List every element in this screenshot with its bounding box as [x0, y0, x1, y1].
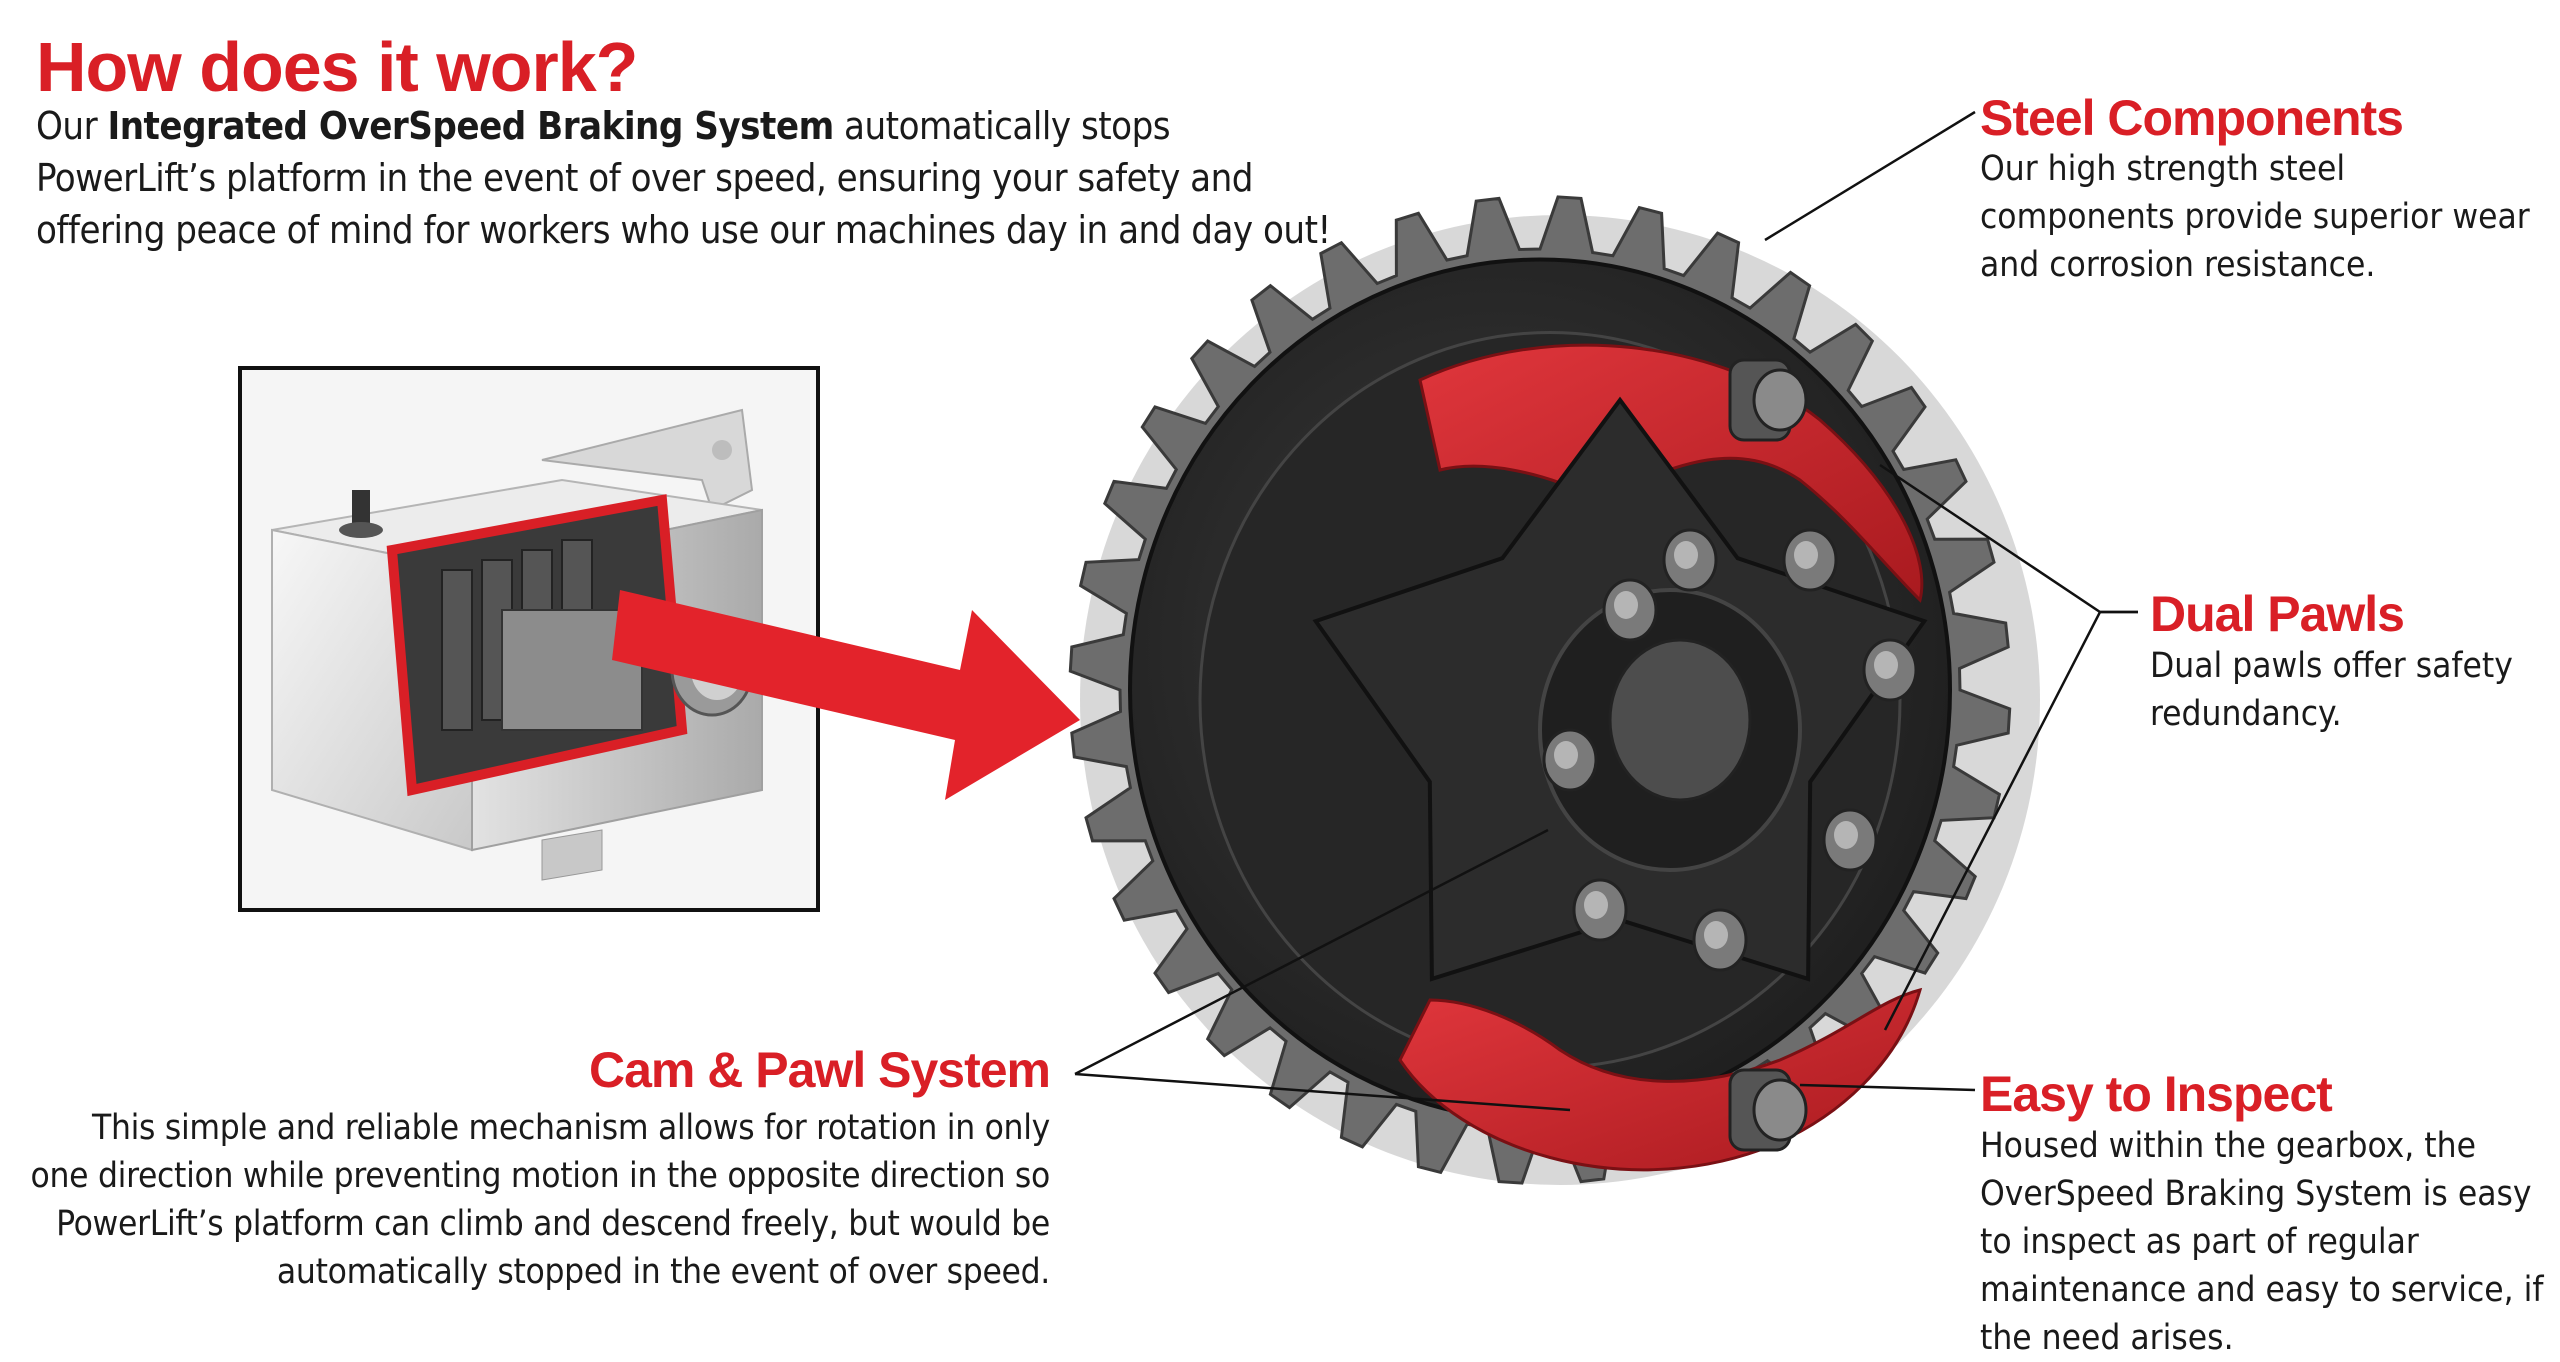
page-title: How does it work?: [36, 28, 638, 106]
bolt-highlight-1: [1674, 541, 1698, 569]
bolt-highlight-2: [1794, 541, 1818, 569]
bolt-highlight-3: [1614, 591, 1638, 619]
dual-lower-leader-line: [1883, 610, 2138, 1031]
easy-inspect-text: Housed within the gearbox, the OverSpeed…: [1980, 1126, 2544, 1358]
bolt-highlight-6: [1834, 821, 1858, 849]
steel-leader-line: [1764, 110, 1976, 242]
cam-pawl-text: This simple and reliable mechanism allow…: [30, 1108, 1051, 1292]
hub-bore: [1608, 638, 1752, 802]
dual-pawls-text: Dual pawls offer safety redundancy.: [2150, 646, 2513, 734]
bolt-highlight-8: [1704, 921, 1728, 949]
steel-components-heading: Steel Components: [1980, 90, 2404, 146]
cam-pawl-heading: Cam & Pawl System: [589, 1042, 1051, 1098]
pawl-pin-cap-2: [1752, 1078, 1808, 1142]
bolt-highlight-7: [1584, 891, 1608, 919]
right-arrow-icon: [612, 590, 1080, 800]
easy-leader-line: [1799, 1083, 1976, 1092]
dual-pawls-heading: Dual Pawls: [2150, 586, 2405, 642]
cam-lower-leader-line: [1074, 1072, 1571, 1112]
easy-inspect-heading: Easy to Inspect: [1980, 1066, 2333, 1122]
intro-paragraph: Our Integrated OverSpeed Braking System …: [36, 100, 1336, 256]
intro-prefix: Our: [36, 104, 108, 148]
gear-illustration: [1068, 195, 2040, 1185]
intro-suffix: automatically stops PowerLift’s platform…: [36, 104, 1331, 252]
pawl-pin-cap-1: [1752, 368, 1808, 432]
bolt-highlight-4: [1874, 651, 1898, 679]
leader-lines: [1074, 110, 2138, 1112]
bolt-highlight-5: [1554, 741, 1578, 769]
cam-upper-leader-line: [1074, 828, 1549, 1076]
intro-system-name: Integrated OverSpeed Braking System: [107, 104, 834, 148]
steel-components-text: Our high strength steel components provi…: [1980, 149, 2530, 285]
